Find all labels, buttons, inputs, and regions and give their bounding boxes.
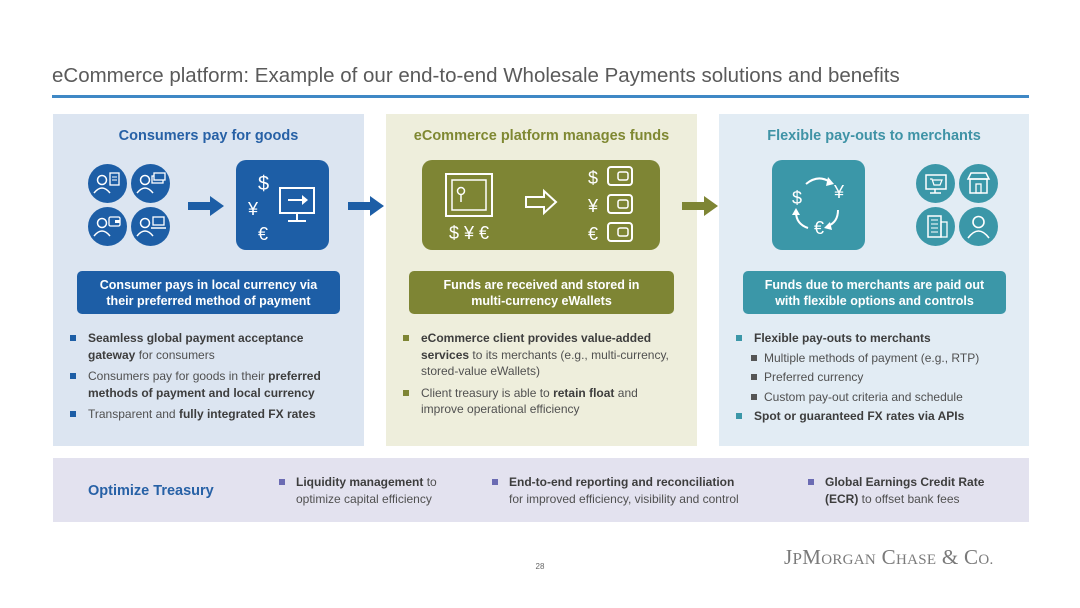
consumers-bullets: Seamless global payment acceptance gatew… — [70, 330, 358, 428]
bullet-bold: Spot or guaranteed FX rates via APIs — [754, 409, 965, 423]
list-item: Seamless global payment acceptance gatew… — [70, 330, 358, 363]
bullet-bold: (ECR) — [825, 491, 859, 506]
list-item: Flexible pay-outs to merchants — [736, 330, 1026, 347]
platform-bullets: eCommerce client provides value-added se… — [403, 330, 691, 423]
bullet-bold: End-to-end reporting and reconciliation — [509, 475, 735, 489]
office-building-icon — [916, 207, 955, 246]
safe-icon — [445, 173, 493, 217]
treasury-item: Global Earnings Credit Rate (ECR) to off… — [808, 474, 1018, 507]
bullet-text: improve operational efficiency — [421, 402, 580, 416]
bullet-text: for improved efficiency, visibility and … — [509, 491, 739, 506]
payouts-pill-line2: with flexible options and controls — [775, 294, 974, 308]
bullet-text: to — [426, 475, 437, 489]
bullet-bold: Global Earnings Credit Rate — [825, 475, 985, 489]
online-store-icon — [916, 164, 955, 203]
platform-pill: Funds are received and stored in multi-c… — [409, 271, 674, 314]
currency-exchange-icon: $ ¥ € — [772, 160, 865, 250]
person-icon — [959, 207, 998, 246]
treasury-item: Liquidity management to optimize capital… — [279, 474, 469, 507]
bullet-text: Preferred currency — [764, 370, 864, 384]
panel-consumers-heading: Consumers pay for goods — [118, 128, 299, 144]
platform-pill-line1: Funds are received and stored in — [443, 278, 640, 292]
bullet-bold: fully integrated FX rates — [178, 407, 316, 421]
bullet-text: for consumers — [138, 347, 215, 362]
terminal-glyph-c: € — [258, 224, 268, 244]
platform-pill-line2: multi-currency eWallets — [471, 294, 612, 308]
title-rule — [52, 95, 1029, 98]
ewallet-icon: $ ¥ € — [587, 166, 633, 244]
treasury-item: End-to-end reporting and reconciliation … — [492, 474, 772, 507]
payouts-bullets: Flexible pay-outs to merchants Multiple … — [736, 330, 1026, 428]
bullet-text: Consumers pay for goods in their — [88, 369, 265, 383]
page-title: eCommerce platform: Example of our end-t… — [52, 64, 900, 87]
list-item: Client treasury is able to retain float … — [403, 385, 691, 418]
list-item: Transparent and fully integrated FX rate… — [70, 406, 358, 423]
treasury-band — [53, 458, 1029, 522]
bullet-text: Custom pay-out criteria and schedule — [764, 389, 963, 404]
person-laptop-icon — [131, 207, 170, 246]
exchange-glyph-b: ¥ — [833, 182, 845, 202]
list-item: eCommerce client provides value-added se… — [403, 330, 691, 380]
arrow-right-icon — [682, 196, 718, 216]
bullet-bold: services — [421, 347, 470, 362]
bullet-bold: Liquidity management — [296, 475, 424, 489]
wallet-symbol-1: $ — [588, 168, 598, 188]
bullet-text: optimize capital efficiency — [296, 491, 432, 506]
bullet-text: and — [617, 385, 638, 400]
currency-arrow-icon — [525, 188, 558, 216]
treasury-title: Optimize Treasury — [88, 483, 214, 499]
bullet-bold: preferred — [268, 369, 321, 383]
bullet-bold: Seamless global payment acceptance — [88, 331, 304, 345]
person-wallet-icon — [88, 207, 127, 246]
wallet-symbol-2: ¥ — [587, 196, 599, 216]
payouts-pill-line1: Funds due to merchants are paid out — [764, 278, 985, 292]
consumer-pill-line2: their preferred method of payment — [106, 294, 311, 308]
bullet-bold: retain float — [553, 385, 615, 400]
safe-currencies: $ ¥ € — [449, 223, 489, 243]
bullet-text: to offset bank fees — [861, 491, 960, 506]
wallet-symbol-3: € — [588, 224, 598, 244]
consumer-pill: Consumer pays in local currency via thei… — [77, 271, 340, 314]
bullet-bold: gateway — [88, 347, 136, 362]
bullet-bold: Flexible pay-outs to merchants — [754, 331, 931, 345]
bullet-text: to its merchants (e.g., multi-currency, — [472, 347, 669, 362]
bullet-text: Multiple methods of payment (e.g., RTP) — [764, 350, 980, 365]
multi-currency-terminal-icon: $ ¥ € — [236, 160, 329, 250]
payouts-pill: Funds due to merchants are paid out with… — [743, 271, 1006, 314]
company-logo: JPMORGAN CHASE & CO. — [784, 545, 994, 569]
list-item: Consumers pay for goods in their preferr… — [70, 368, 358, 401]
arrow-right-icon — [348, 196, 384, 216]
bullet-bold: methods of payment and local currency — [88, 385, 315, 400]
sub-list-item: Custom pay-out criteria and schedule — [736, 389, 1026, 406]
person-document-icon — [88, 164, 127, 203]
person-cards-icon — [131, 164, 170, 203]
list-item: Spot or guaranteed FX rates via APIs — [736, 408, 1026, 425]
storefront-icon — [959, 164, 998, 203]
terminal-glyph-b: ¥ — [247, 199, 259, 219]
bullet-text: Transparent and — [88, 407, 176, 421]
consumer-pill-line1: Consumer pays in local currency via — [99, 278, 318, 292]
exchange-glyph-a: $ — [792, 188, 802, 208]
panel-payouts-heading: Flexible pay-outs to merchants — [767, 128, 981, 144]
exchange-glyph-c: € — [814, 218, 824, 238]
bullet-bold: eCommerce client provides value-added — [421, 331, 652, 345]
funds-management-graphic: $ ¥ € $ ¥ € — [422, 160, 660, 250]
sub-list-item: Multiple methods of payment (e.g., RTP) — [736, 350, 1026, 367]
page-number: 28 — [535, 562, 545, 571]
bullet-text: Client treasury is able to — [421, 385, 550, 400]
terminal-glyph-a: $ — [258, 173, 269, 195]
bullet-text: stored-value eWallets) — [421, 364, 540, 378]
arrow-right-icon — [188, 196, 224, 216]
sub-list-item: Preferred currency — [736, 369, 1026, 386]
panel-platform-heading: eCommerce platform manages funds — [413, 128, 670, 144]
